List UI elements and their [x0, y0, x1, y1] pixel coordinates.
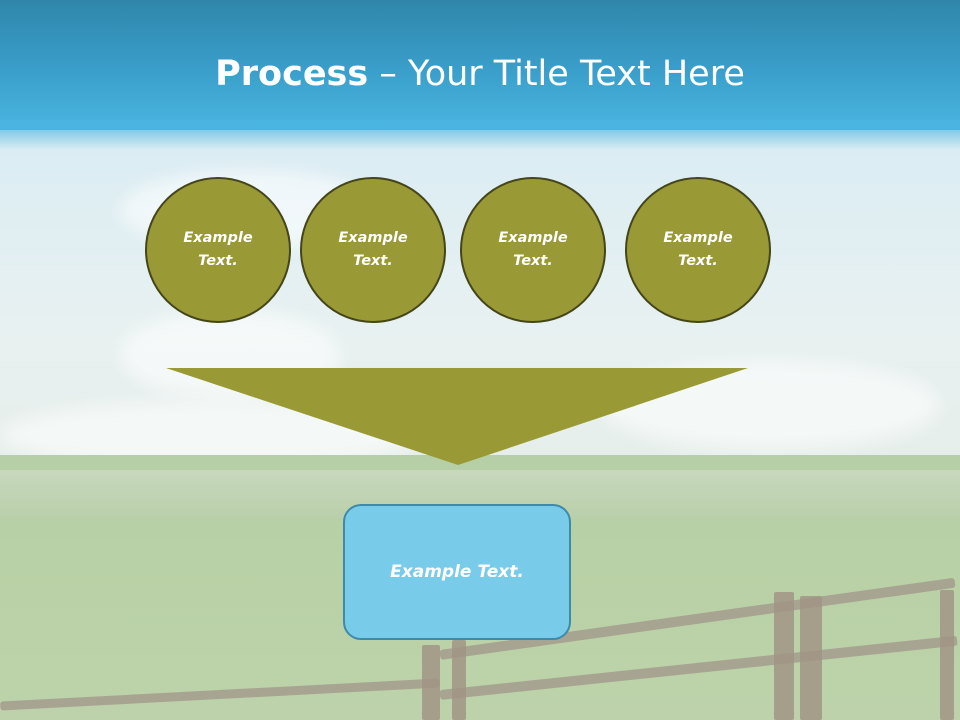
fence-post	[422, 645, 440, 720]
process-step-3-label: Example Text.	[498, 230, 568, 269]
slide-title: Process – Your Title Text Here	[0, 52, 960, 96]
fence-post	[452, 640, 466, 720]
title-banner-fade	[0, 120, 960, 150]
funnel-arrow	[166, 368, 748, 465]
process-step-4: Example Text.	[625, 177, 771, 323]
funnel-triangle	[166, 368, 748, 465]
title-banner	[0, 0, 960, 130]
process-step-3: Example Text.	[460, 177, 606, 323]
fence-post	[940, 590, 954, 720]
process-step-4-label: Example Text.	[663, 230, 733, 269]
result-label: Example Text.	[390, 562, 524, 582]
result-box: Example Text.	[343, 504, 571, 640]
slide-title-rest: – Your Title Text Here	[368, 54, 745, 94]
fence-post	[800, 596, 822, 720]
process-step-1-label: Example Text.	[183, 230, 253, 269]
process-step-2: Example Text.	[300, 177, 446, 323]
slide-title-bold: Process	[215, 54, 369, 94]
fence-post	[774, 592, 794, 720]
process-step-1: Example Text.	[145, 177, 291, 323]
process-step-2-label: Example Text.	[338, 230, 408, 269]
